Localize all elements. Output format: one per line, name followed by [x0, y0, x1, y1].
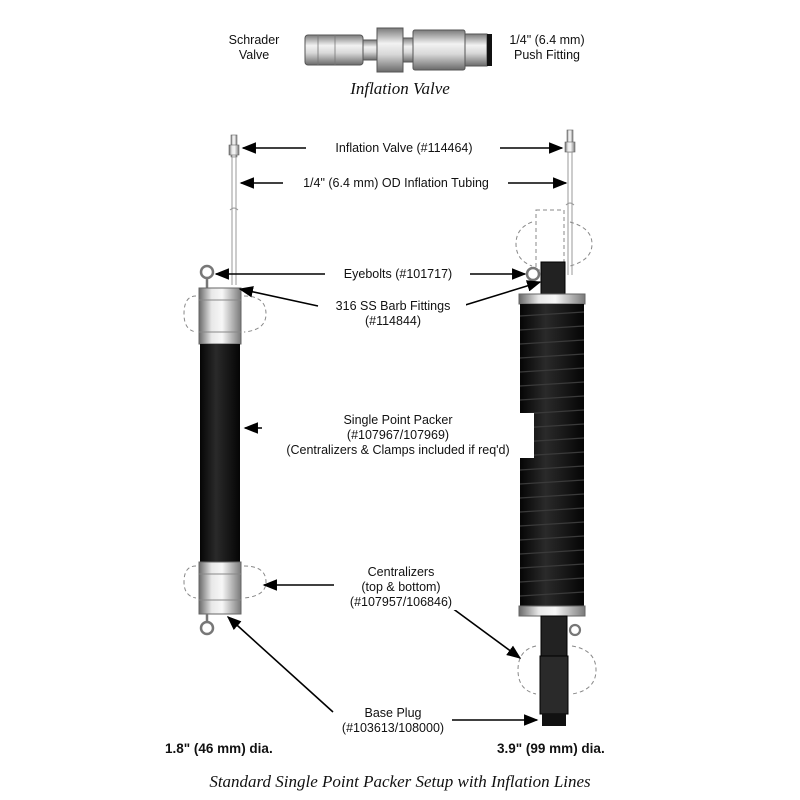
inflation-valve-callout: Inflation Valve (#114464) — [308, 141, 500, 156]
inflation-valve-detail — [304, 27, 492, 73]
large-diameter-label: 3.9" (99 mm) dia. — [497, 741, 605, 756]
small-diameter-label: 1.8" (46 mm) dia. — [165, 741, 273, 756]
packer-ribs — [519, 311, 585, 597]
push-fitting-label: 1/4" (6.4 mm) Push Fitting — [496, 33, 598, 63]
large-packer — [515, 129, 597, 726]
barb-fittings-callout: 316 SS Barb Fittings (#114844) — [320, 299, 466, 329]
inflation-tubing-callout: 1/4" (6.4 mm) OD Inflation Tubing — [284, 176, 508, 191]
base-plug-callout: Base Plug (#103613/108000) — [334, 706, 452, 736]
single-point-packer-callout: Single Point Packer (#107967/107969) (Ce… — [262, 413, 534, 458]
inflation-valve-caption: Inflation Valve — [350, 79, 450, 98]
centralizers-callout: Centralizers (top & bottom) (#107957/106… — [334, 565, 468, 610]
eyebolts-callout: Eyebolts (#101717) — [326, 267, 470, 282]
schrader-valve-label: Schrader Valve — [212, 33, 296, 63]
small-packer — [183, 134, 267, 636]
figure-caption: Standard Single Point Packer Setup with … — [209, 772, 591, 791]
